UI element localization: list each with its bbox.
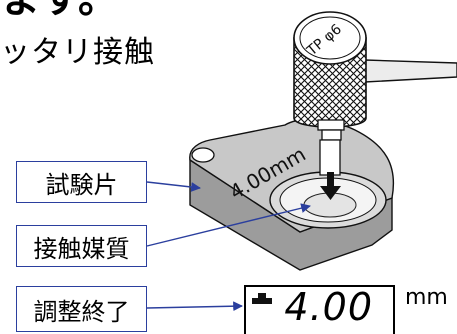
label-couplant: 接触媒質 — [16, 225, 147, 267]
lcd-unit: mm — [405, 285, 448, 310]
probe-indicator-icon — [252, 293, 272, 304]
label-adjustment-done: 調整終了 — [16, 286, 147, 332]
instruction-line-2: ッタリ接触 — [0, 35, 155, 70]
specimen-hole — [191, 147, 215, 163]
probe: TP φ6 — [293, 11, 457, 200]
test-specimen: 4.00mm — [189, 118, 395, 271]
leader-lines — [146, 181, 311, 312]
lcd-display: 4.00 — [244, 285, 395, 334]
label-specimen: 試験片 — [16, 161, 147, 203]
lcd-reading: 4.00 — [284, 285, 373, 329]
instruction-line-1: ます。 — [0, 0, 119, 24]
down-arrow-icon — [320, 172, 341, 200]
